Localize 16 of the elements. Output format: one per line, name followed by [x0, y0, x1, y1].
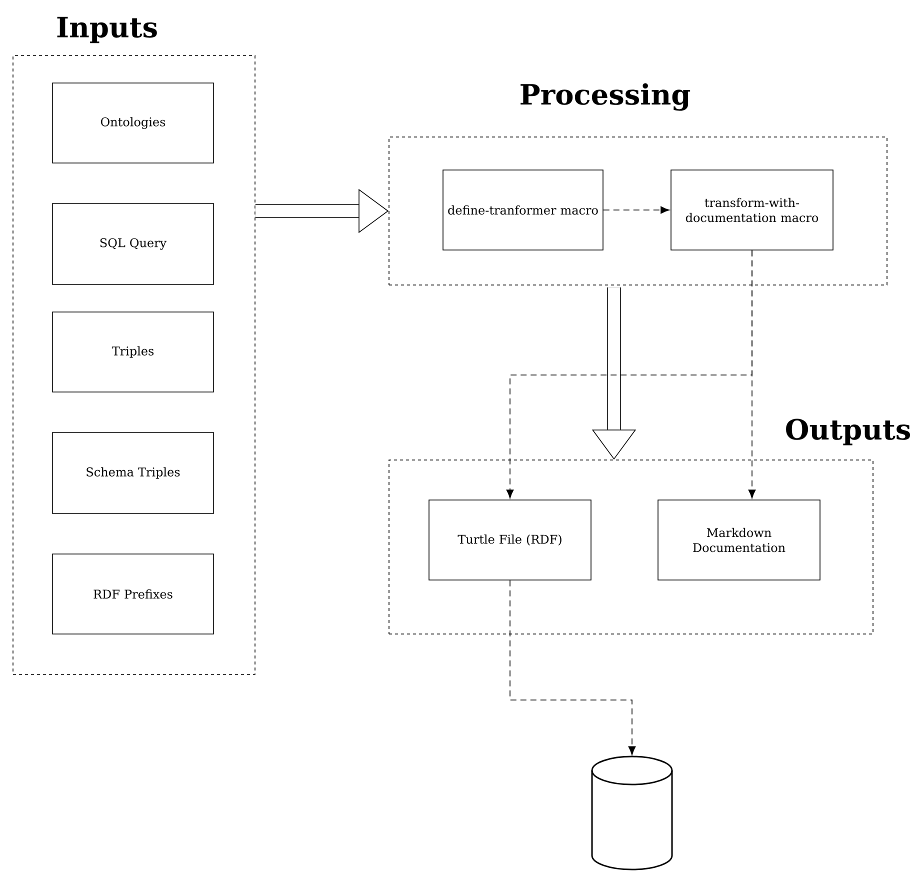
process-box: Schema Triples — [52, 432, 214, 514]
database-cylinder — [591, 756, 673, 870]
process-box: Markdown Documentation — [658, 500, 820, 580]
arrow — [603, 206, 670, 214]
process-box: define-tranformer macro — [442, 170, 604, 250]
process-box: Ontologies — [52, 82, 214, 164]
process-box: transform-with-documentation macro — [670, 170, 834, 250]
group-heading: Inputs — [57, 16, 157, 44]
process-box: RDF Prefixes — [52, 554, 214, 634]
process-box: Triples — [52, 312, 214, 392]
process-box: Turtle File (RDF) — [428, 500, 592, 580]
process-box: SQL Query — [52, 203, 214, 285]
group-heading: Outputs — [786, 418, 910, 446]
arrow — [510, 580, 636, 756]
arrow — [748, 250, 756, 498]
group-heading: Processing — [520, 83, 690, 111]
